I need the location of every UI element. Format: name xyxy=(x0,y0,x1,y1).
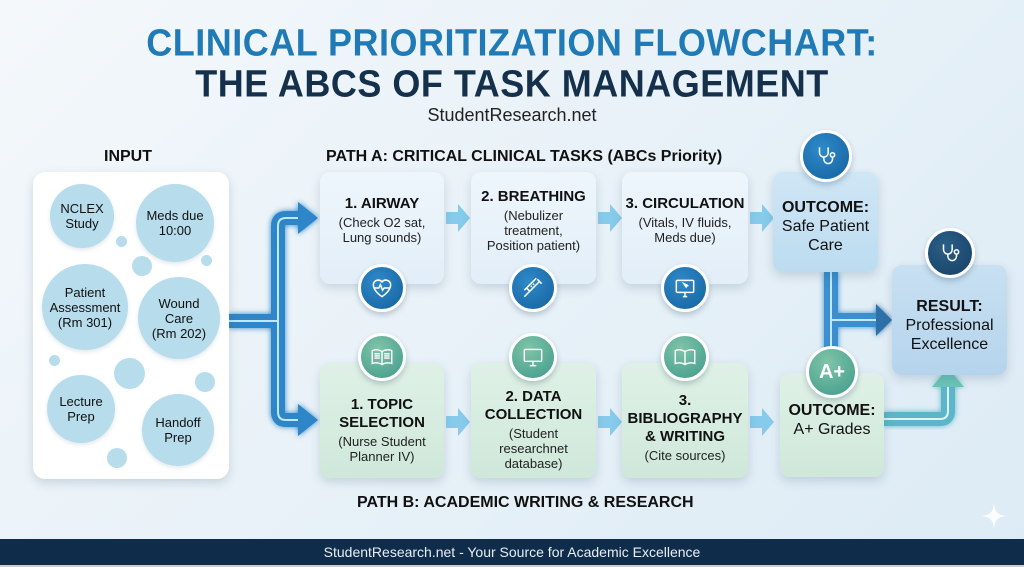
step-title: COLLECTION xyxy=(484,406,583,423)
footer-bar: StudentResearch.net - Your Source for Ac… xyxy=(0,539,1024,565)
decorative-dot xyxy=(49,355,60,366)
outcome-title: OUTCOME: xyxy=(781,198,870,216)
stethoscope-icon xyxy=(925,228,975,278)
step-detail: (Student xyxy=(508,426,559,441)
step-detail: researchnet xyxy=(499,441,568,456)
decorative-dot xyxy=(45,288,56,299)
bubble-text: Handoff xyxy=(155,415,201,430)
decorative-dot xyxy=(114,358,145,389)
sparkle-icon xyxy=(981,503,1007,529)
title-line-2: THE ABCS OF TASK MANAGEMENT xyxy=(195,61,829,105)
path-a-label: PATH A: CRITICAL CLINICAL TASKS (ABCs Pr… xyxy=(326,148,723,165)
step-detail: (Check O2 sat, xyxy=(338,215,426,230)
a-plus-badge-text: A+ xyxy=(818,360,846,383)
syringe-icon xyxy=(509,264,557,312)
book-icon xyxy=(661,333,709,381)
result-text: Excellence xyxy=(910,335,989,353)
stethoscope-icon xyxy=(800,130,852,182)
bubble-text: Prep xyxy=(164,430,192,445)
computer-icon xyxy=(509,333,557,381)
step-detail: Meds due) xyxy=(654,230,716,245)
outcome-text: Safe Patient xyxy=(781,217,870,235)
bubble-text: Assessment xyxy=(49,299,121,315)
step-detail: (Nebulizer xyxy=(503,207,564,223)
step-title: 2. BREATHING xyxy=(481,187,586,205)
bubble-text: Lecture xyxy=(59,394,103,409)
step-detail: Planner IV) xyxy=(349,448,415,464)
bubble-text: Prep xyxy=(67,409,95,424)
step-title: 1. TOPIC xyxy=(350,395,414,413)
step-detail: database) xyxy=(504,456,563,471)
heart-pulse-icon xyxy=(358,264,406,312)
outcome-title: OUTCOME: xyxy=(788,402,876,419)
step-title: 3. BIBLIOGRAPHY xyxy=(627,392,743,427)
decorative-dot xyxy=(107,448,127,468)
bubble-text: 10:00 xyxy=(158,223,192,238)
path-b-step-bibliography: 3. BIBLIOGRAPHY& WRITING (Cite sources) xyxy=(622,363,748,478)
bubble-text: NCLEX xyxy=(60,201,104,216)
step-title: SELECTION xyxy=(339,413,425,431)
bubble-text: Study xyxy=(65,216,99,231)
step-detail: (Vitals, IV fluids, xyxy=(638,215,732,230)
step-detail: Position patient) xyxy=(486,237,581,253)
a-plus-badge-icon: A+ xyxy=(806,346,858,398)
step-title: 2. DATA xyxy=(505,388,562,405)
step-detail: treatment, xyxy=(504,222,563,238)
step-title: & WRITING xyxy=(645,428,725,445)
bubble-text: Care xyxy=(164,310,194,326)
bubble-text: Wound xyxy=(158,295,200,311)
input-label: INPUT xyxy=(104,148,152,165)
decorative-dot xyxy=(116,236,127,247)
title-line-1: CLINICAL PRIORITIZATION FLOWCHART: xyxy=(146,20,878,64)
bubble-text: Patient xyxy=(64,284,106,300)
open-book-icon xyxy=(358,333,406,381)
result-title: RESULT: xyxy=(916,297,983,315)
bubble-text: (Rm 202) xyxy=(151,325,207,341)
outcome-text: A+ Grades xyxy=(793,421,871,438)
step-detail: (Cite sources) xyxy=(644,448,726,463)
decorative-dot xyxy=(195,372,215,392)
path-b-outcome: OUTCOME: A+ Grades xyxy=(780,373,884,477)
path-b-label: PATH B: ACADEMIC WRITING & RESEARCH xyxy=(357,494,694,511)
decorative-dot xyxy=(132,256,152,276)
bubble-text: Meds due xyxy=(146,208,204,223)
decorative-dot xyxy=(201,255,212,266)
outcome-text: Care xyxy=(808,236,843,254)
split-connector xyxy=(229,202,318,436)
step-detail: (Nurse Student xyxy=(338,433,426,449)
bubble-text: (Rm 301) xyxy=(57,314,113,330)
footer-text: StudentResearch.net - Your Source for Ac… xyxy=(323,544,701,560)
result-text: Professional xyxy=(905,316,994,334)
step-detail: Lung sounds) xyxy=(342,230,422,245)
step-title: 1. AIRWAY xyxy=(344,195,420,212)
footer-edge xyxy=(0,565,1024,567)
subtitle: StudentResearch.net xyxy=(427,105,597,125)
step-title: 3. CIRCULATION xyxy=(625,195,745,212)
monitor-icon xyxy=(661,264,709,312)
outcome-b-connector xyxy=(884,368,964,426)
